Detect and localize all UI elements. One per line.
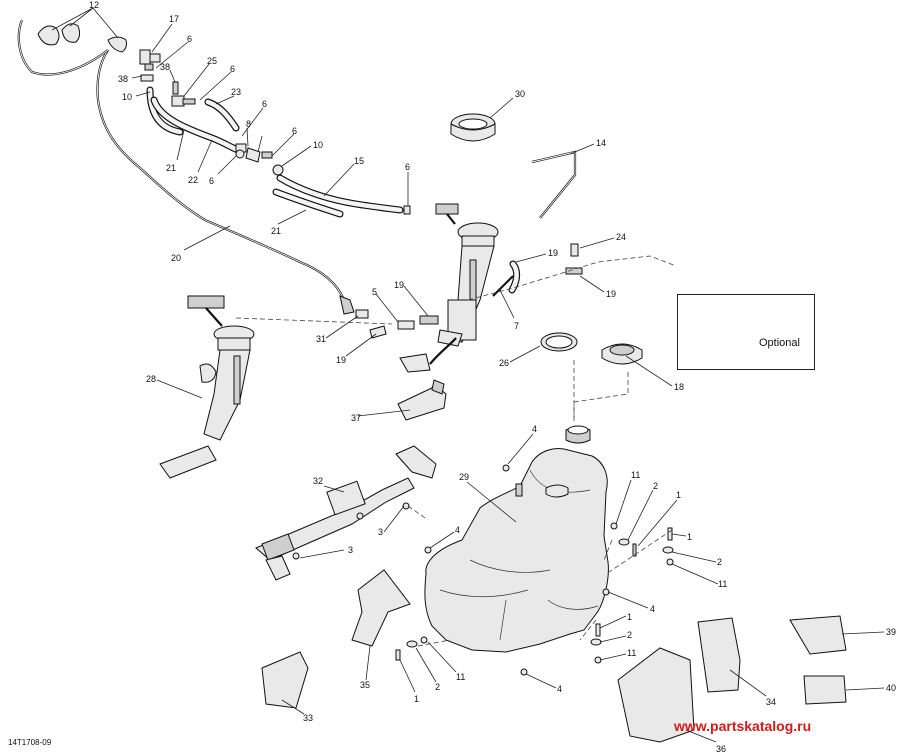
- check-valve-24: [508, 243, 583, 294]
- hoses-15-21: [272, 174, 411, 218]
- fuel-tank-29: [424, 425, 609, 653]
- callout-26: 26: [499, 358, 509, 368]
- callout-22: 22: [188, 175, 198, 185]
- callout-5: 5: [372, 287, 377, 297]
- callout-15: 15: [354, 156, 364, 166]
- callout-18: 18: [674, 382, 684, 392]
- callout-39: 39: [886, 627, 896, 637]
- callout-3: 3: [378, 527, 383, 537]
- callout-1: 1: [414, 694, 419, 704]
- vent-tube-14: [531, 150, 577, 219]
- callout-19: 19: [606, 289, 616, 299]
- callout-21: 21: [166, 163, 176, 173]
- callout-11: 11: [631, 470, 640, 480]
- callout-38: 38: [160, 62, 170, 72]
- callout-17: 17: [169, 14, 179, 24]
- callout-8: 8: [246, 119, 251, 129]
- callout-30: 30: [515, 89, 525, 99]
- callout-37: 37: [351, 413, 361, 423]
- fuel-pump-28: [159, 295, 255, 479]
- callout-6: 6: [230, 64, 235, 74]
- callout-20: 20: [171, 253, 181, 263]
- fuel-pump-assembly: [399, 203, 514, 373]
- callout-24: 24: [616, 232, 626, 242]
- callout-25: 25: [207, 56, 217, 66]
- hoses-5-19-31: [355, 309, 439, 339]
- callout-19: 19: [548, 248, 558, 258]
- callout-29: 29: [459, 472, 469, 482]
- callout-31: 31: [316, 334, 326, 344]
- optional-label: Optional: [759, 337, 800, 349]
- callout-2: 2: [717, 557, 722, 567]
- callout-6: 6: [187, 34, 192, 44]
- heat-shields: [261, 569, 847, 743]
- gasket-26: [540, 332, 578, 352]
- fittings-17-38: [139, 49, 196, 107]
- hardware-fasteners: [292, 464, 674, 676]
- callout-36: 36: [716, 744, 726, 754]
- strainer-37: [397, 379, 447, 421]
- callout-2: 2: [627, 630, 632, 640]
- callout-4: 4: [650, 604, 655, 614]
- callout-19: 19: [336, 355, 346, 365]
- callout-11: 11: [627, 648, 636, 658]
- callout-6: 6: [292, 126, 297, 136]
- fittings-8-10: [235, 143, 284, 176]
- callout-38: 38: [118, 74, 128, 84]
- callout-21: 21: [271, 226, 281, 236]
- callout-1: 1: [627, 612, 632, 622]
- callout-33: 33: [303, 713, 313, 723]
- callout-6: 6: [262, 99, 267, 109]
- lock-ring-30: [450, 113, 496, 142]
- callout-19: 19: [394, 280, 404, 290]
- callout-11: 11: [718, 579, 727, 589]
- callout-23: 23: [231, 87, 241, 97]
- diagram-code: 14T1708-09: [8, 738, 52, 747]
- hoses-21-22-23: [146, 86, 242, 154]
- optional-box: [677, 294, 815, 370]
- callout-6: 6: [405, 162, 410, 172]
- callout-4: 4: [532, 424, 537, 434]
- assembly-lines: [235, 255, 677, 647]
- callout-40: 40: [886, 683, 896, 693]
- callout-4: 4: [455, 525, 460, 535]
- callout-2: 2: [653, 481, 658, 491]
- callout-1: 1: [687, 532, 692, 542]
- callout-10: 10: [313, 140, 323, 150]
- callout-14: 14: [596, 138, 606, 148]
- watermark: www.partskatalog.ru: [674, 718, 812, 734]
- callout-3: 3: [348, 545, 353, 555]
- callout-35: 35: [360, 680, 370, 690]
- callout-4: 4: [557, 684, 562, 694]
- callout-10: 10: [122, 92, 132, 102]
- callout-34: 34: [766, 697, 776, 707]
- callout-32: 32: [313, 476, 323, 486]
- callout-12: 12: [89, 0, 99, 10]
- clamp-12: [37, 23, 127, 53]
- callout-1: 1: [676, 490, 681, 500]
- callout-11: 11: [456, 672, 465, 682]
- callout-7: 7: [514, 321, 519, 331]
- callout-6: 6: [209, 176, 214, 186]
- callout-28: 28: [146, 374, 156, 384]
- callout-labels: 12 17 6 38 38 25 6 10 23 6 8 6 10 21 22 …: [89, 0, 896, 754]
- fuel-cap-18: [601, 343, 643, 365]
- vent-hose-20: [17, 19, 355, 315]
- callout-2: 2: [435, 682, 440, 692]
- bracket-32: [255, 445, 437, 581]
